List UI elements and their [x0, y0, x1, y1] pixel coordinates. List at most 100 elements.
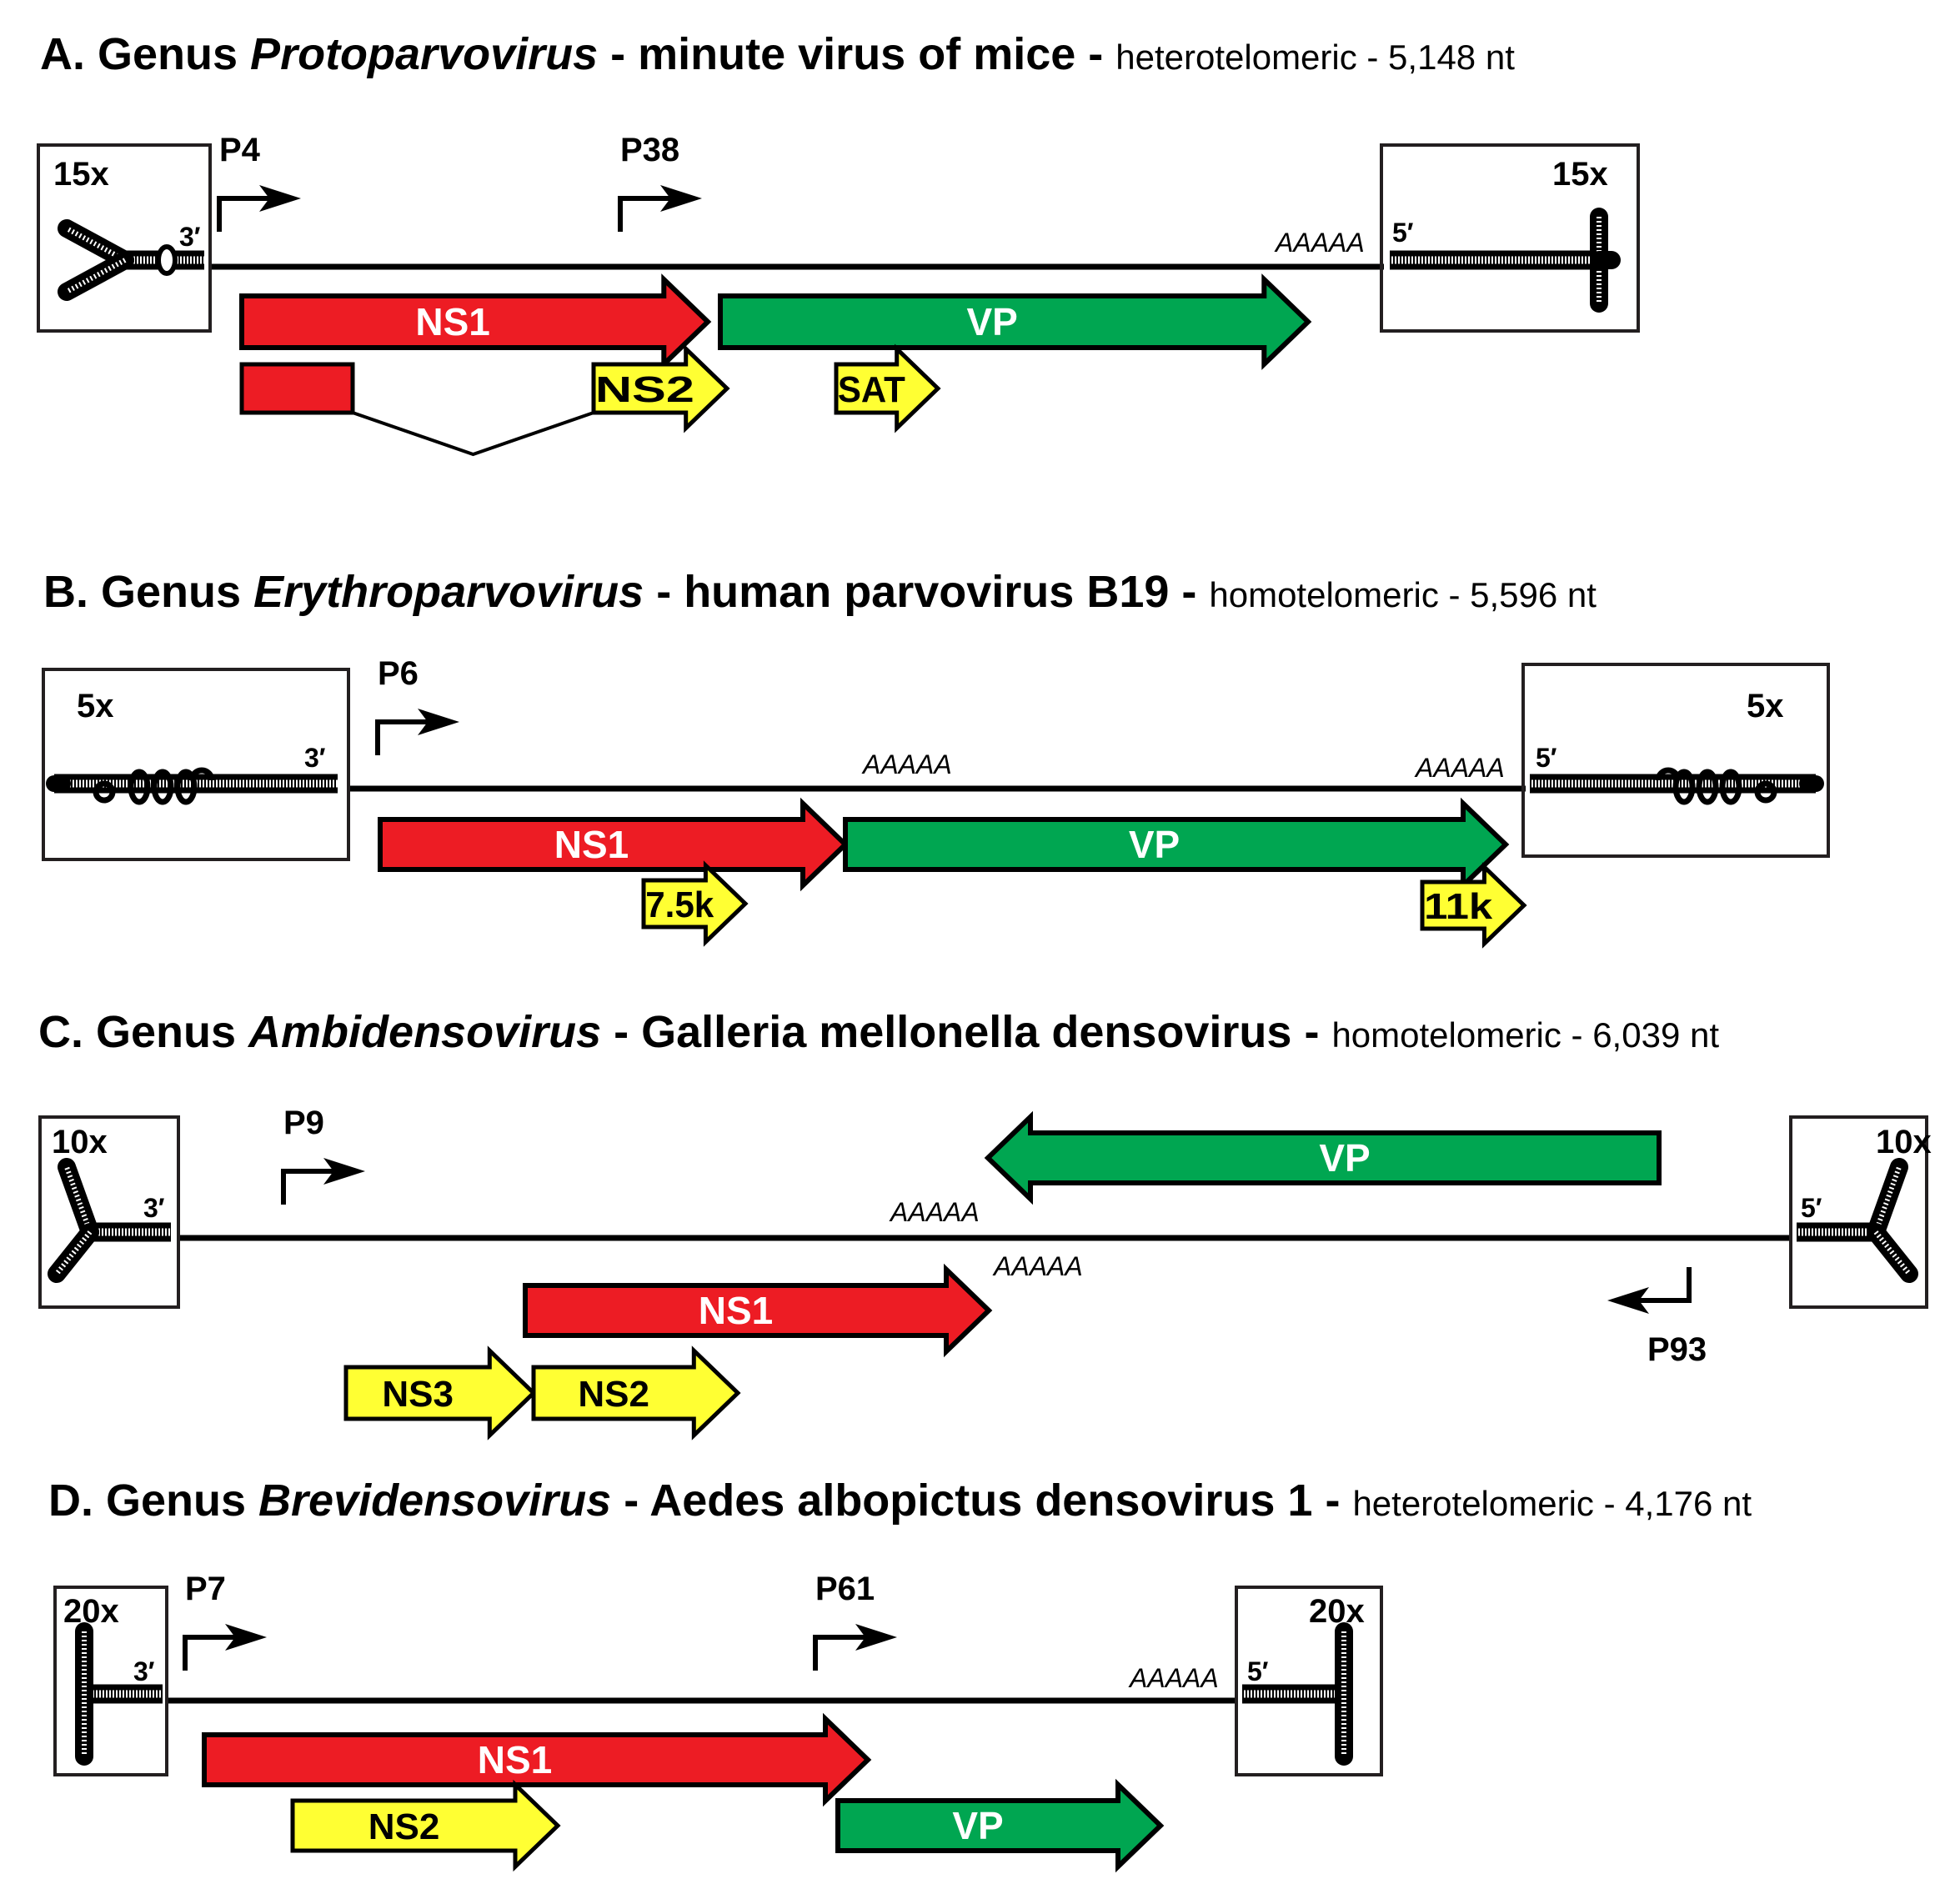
right-magnification-label: 15x — [1552, 156, 1608, 193]
left-magnification-label: 15x — [53, 156, 109, 193]
gene-arrow-shape — [641, 860, 749, 947]
promoter-label: P7 — [185, 1571, 226, 1607]
right-magnification-label: 5x — [1747, 688, 1784, 724]
five-prime-label: 5′ — [1247, 1656, 1269, 1686]
gene-arrow-shape — [290, 1779, 561, 1872]
left-terminus-box — [42, 668, 350, 861]
gene-arrow-shape — [523, 1263, 993, 1358]
promoter-p7: P7 — [183, 1571, 267, 1671]
gene-label: VP — [952, 1804, 1003, 1847]
panel-title: A. Genus Protoparvovirus - minute virus … — [40, 29, 1515, 79]
gene-label: VP — [966, 300, 1017, 343]
gene-arrow-shape — [984, 1110, 1662, 1205]
gene-label: SAT — [838, 369, 905, 410]
three-prime-label: 3′ — [179, 222, 201, 252]
polyadenylation-signal: AAAAA — [992, 1251, 1083, 1281]
right-magnification-label: 10x — [1876, 1124, 1932, 1160]
left-magnification-label: 10x — [52, 1124, 108, 1160]
gene-ns1-arrow: NS1 — [523, 1263, 993, 1358]
genus-name: Brevidensovirus — [258, 1476, 611, 1526]
gene-arrow-shape — [591, 343, 730, 433]
promoter-label: P6 — [378, 655, 419, 692]
panel-b: B. Genus Erythroparvovirus - human parvo… — [42, 567, 1830, 949]
gene-vp-arrow: VP — [835, 1778, 1165, 1873]
genus-name: Ambidensovirus — [247, 1007, 601, 1057]
gene-label: NS1 — [554, 823, 629, 866]
right-hairpin-icon — [1530, 767, 1824, 805]
promoter-label: P9 — [283, 1105, 324, 1141]
left-terminus-box — [37, 143, 212, 333]
left-terminus-box — [38, 1115, 180, 1309]
promoter-p9: P9 — [281, 1105, 365, 1205]
gene-vp-arrow: VP — [843, 797, 1510, 892]
gene-label: NS2 — [595, 369, 694, 410]
promoter-arrow-icon — [281, 1169, 333, 1205]
promoter-label: P93 — [1647, 1331, 1707, 1368]
gene-arrow-shape — [531, 1345, 741, 1441]
promoter-arrowhead-icon — [855, 1624, 897, 1651]
right-terminus-box — [1235, 1586, 1383, 1776]
panel-d: D. Genus Brevidensovirus - Aedes albopic… — [48, 1476, 1752, 1873]
promoter-label: P38 — [620, 132, 679, 168]
polyadenylation-signal: AAAAA — [889, 1197, 980, 1227]
five-prime-label: 5′ — [1801, 1193, 1822, 1223]
title-prefix: D. Genus — [48, 1476, 258, 1526]
gene-ns2-arrow: NS2 — [531, 1345, 741, 1441]
gene-label: 7.5k — [645, 884, 714, 925]
three-prime-label: 3′ — [143, 1193, 165, 1223]
right-terminus-box — [1380, 143, 1640, 333]
gene-arrow-shape — [718, 273, 1312, 370]
gene-ns1-arrow: NS1 — [378, 797, 850, 892]
promoter-arrow-icon — [813, 1635, 865, 1671]
promoter-arrow-icon — [618, 196, 670, 232]
polyadenylation-signal: AAAAA — [1414, 753, 1505, 783]
promoter-arrow-icon — [183, 1635, 235, 1671]
gene-label: NS2 — [578, 1374, 649, 1415]
left-magnification-label: 5x — [77, 688, 114, 724]
three-prime-label: 3′ — [133, 1656, 155, 1686]
promoter-p38: P38 — [618, 132, 702, 232]
left-magnification-label: 20x — [63, 1593, 119, 1630]
promoter-p4: P4 — [217, 132, 301, 232]
promoter-arrow-icon — [1639, 1267, 1692, 1303]
left-terminus-box — [53, 1586, 168, 1776]
panel-title: D. Genus Brevidensovirus - Aedes albopic… — [48, 1476, 1752, 1526]
promoter-arrowhead-icon — [259, 185, 301, 212]
left-hairpin-icon — [75, 1622, 163, 1766]
promoter-label: P4 — [219, 132, 261, 168]
right-magnification-label: 20x — [1309, 1593, 1365, 1630]
genus-name: Protoparvovirus — [250, 29, 598, 79]
gene-label: NS3 — [382, 1374, 454, 1415]
gene-label: NS1 — [478, 1738, 552, 1781]
splice-intron-line — [352, 411, 594, 457]
gene-arrow-shape — [835, 1778, 1165, 1873]
gene-ns2-arrow: NS2 — [290, 1779, 561, 1872]
gene-vp-arrow: VP — [718, 273, 1312, 370]
left-hairpin-icon — [48, 1158, 171, 1283]
polyadenylation-signal: AAAAA — [1274, 228, 1365, 258]
promoter-label: P61 — [815, 1571, 875, 1607]
gene-ns3-arrow: NS3 — [343, 1345, 537, 1441]
panel-title: C. Genus Ambidensovirus - Galleria mello… — [38, 1007, 1719, 1057]
gene-11k-arrow: 11k — [1420, 862, 1527, 949]
gene-label: 11k — [1424, 886, 1493, 927]
ns2-first-exon — [239, 362, 355, 415]
polyadenylation-signal: AAAAA — [1128, 1663, 1219, 1693]
three-prime-label: 3′ — [304, 743, 326, 773]
gene-arrow-shape — [343, 1345, 537, 1441]
gene-ns1-arrow: NS1 — [239, 273, 712, 370]
panel-title: B. Genus Erythroparvovirus - human parvo… — [43, 567, 1597, 617]
promoter-p93: P93 — [1607, 1267, 1707, 1368]
gene-arrow-shape — [202, 1712, 872, 1807]
right-hairpin-icon — [1390, 208, 1621, 313]
virus-name: - Galleria mellonella densovirus - — [601, 1007, 1331, 1057]
title-prefix: B. Genus — [43, 567, 253, 617]
promoter-arrowhead-icon — [1607, 1287, 1649, 1314]
promoter-arrowhead-icon — [323, 1158, 365, 1185]
promoter-arrow-icon — [375, 719, 428, 755]
gene-ns1-arrow: NS1 — [202, 1712, 872, 1807]
genome-details: homotelomeric - 5,596 nt — [1209, 575, 1597, 614]
title-prefix: C. Genus — [38, 1007, 248, 1057]
genome-details: heterotelomeric - 4,176 nt — [1352, 1484, 1752, 1523]
